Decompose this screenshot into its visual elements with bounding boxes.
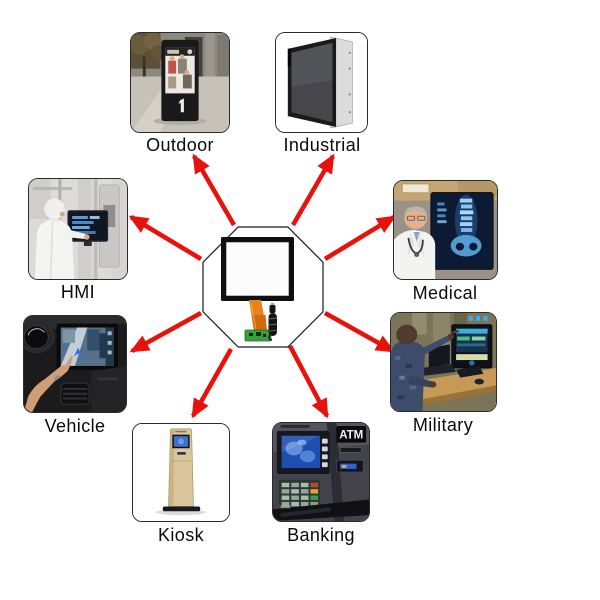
application-photo-hmi — [28, 178, 128, 280]
panel-pc — [287, 36, 353, 129]
receipt-slot — [339, 447, 362, 453]
application-photo-military — [390, 312, 497, 412]
arrow-to-banking — [287, 344, 330, 419]
operator-person — [34, 198, 90, 279]
sailor-person — [391, 324, 460, 411]
arrow-to-kiosk — [190, 347, 234, 419]
hmi-monitor — [67, 210, 109, 246]
controller-pcb — [244, 329, 272, 342]
arrow-to-outdoor — [192, 153, 236, 227]
arrow-to-military — [323, 310, 396, 354]
arrow-to-vehicle — [129, 310, 203, 354]
application-label-outdoor: Outdoor — [146, 135, 214, 155]
air-vent — [59, 382, 91, 406]
arrow-to-hmi — [128, 215, 203, 261]
application-photo-medical — [393, 180, 498, 280]
arrow-to-medical — [323, 215, 397, 261]
application-photo-banking: ATM — [272, 422, 370, 522]
radial-arrows — [128, 153, 397, 419]
application-label-banking: Banking — [287, 525, 355, 545]
panel-glass — [226, 242, 289, 296]
signage-totem — [161, 39, 199, 122]
factory-hmi-operator-photo — [29, 179, 127, 279]
workstation-monitor — [451, 324, 493, 369]
touch-panel-graphic — [221, 237, 294, 342]
totem-logo — [178, 98, 184, 113]
doctor-radiology-monitor-photo — [394, 181, 497, 279]
atm-sign: ATM — [336, 425, 367, 443]
arrow-to-industrial — [291, 153, 335, 227]
outdoor-signage-photo — [131, 33, 229, 132]
usb-cable-coil — [268, 303, 278, 341]
application-photo-outdoor — [130, 32, 230, 133]
application-label-vehicle: Vehicle — [44, 416, 106, 436]
application-photo-kiosk — [132, 423, 230, 522]
keypad — [278, 479, 321, 507]
kiosk-tower — [156, 428, 206, 516]
nav-touchscreen — [56, 323, 118, 370]
fpc-flex-cable — [249, 300, 267, 331]
instrument-cluster — [24, 320, 55, 354]
doctor-person — [394, 206, 436, 279]
application-label-medical: Medical — [412, 283, 478, 303]
application-label-hmi: HMI — [60, 282, 96, 302]
application-photo-vehicle — [23, 315, 127, 413]
application-label-military: Military — [412, 415, 474, 435]
atm-sign-text: ATM — [339, 429, 363, 442]
xray-monitor — [430, 192, 494, 270]
military-workstation-photo — [391, 313, 496, 411]
application-photo-industrial — [275, 32, 368, 133]
laptops — [422, 344, 484, 385]
atm-screen — [276, 430, 330, 474]
mouse — [474, 378, 484, 385]
atm-machine-photo: ATM — [273, 423, 369, 521]
pointing-hand — [24, 356, 73, 412]
card-slot — [335, 459, 364, 473]
car-dashboard-touchscreen-photo — [24, 316, 126, 412]
self-service-kiosk-photo — [133, 424, 229, 521]
industrial-panel-pc-photo — [276, 33, 367, 132]
application-label-industrial: Industrial — [283, 135, 361, 155]
application-label-kiosk: Kiosk — [157, 525, 204, 545]
